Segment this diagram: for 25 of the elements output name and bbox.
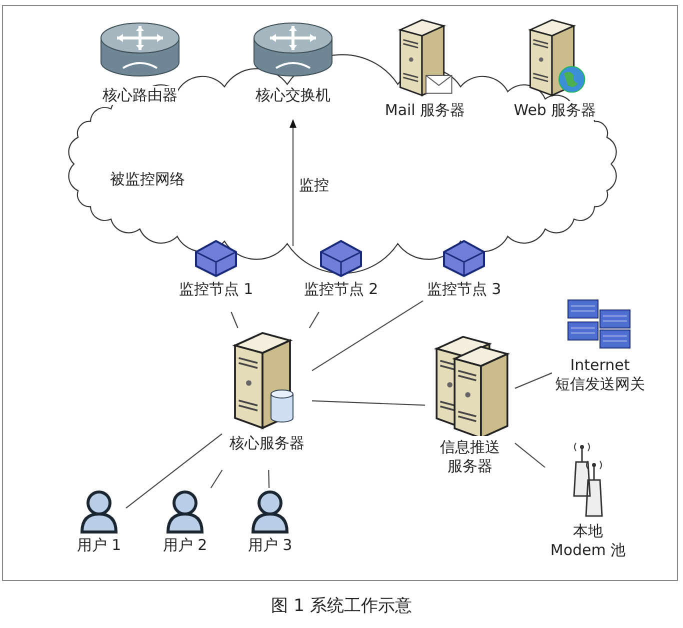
connector-line xyxy=(230,312,238,328)
node-label: 用户 1 xyxy=(76,536,122,555)
node-label: 监控节点 2 xyxy=(304,280,378,299)
connector-line xyxy=(126,433,222,509)
connector-line xyxy=(268,470,270,488)
connector-line xyxy=(308,312,320,328)
node-label: 核心路由器 xyxy=(102,86,178,105)
edge-label: 监控 xyxy=(297,176,331,195)
node-label: 核心交换机 xyxy=(256,86,330,105)
node-label: 信息推送服务器 xyxy=(438,438,502,476)
figure-caption: 图 1 系统工作示意 xyxy=(271,596,412,616)
node-label: Web 服务器 xyxy=(514,101,596,120)
arrow xyxy=(289,119,297,246)
connector-line xyxy=(312,400,426,406)
connector-line xyxy=(312,300,424,372)
node-label: 用户 3 xyxy=(248,536,292,555)
node-label: 监控节点 3 xyxy=(426,280,502,299)
connector-line xyxy=(514,372,552,389)
node-label: 用户 2 xyxy=(162,536,208,555)
node-label: 核心服务器 xyxy=(230,434,304,453)
network-label: 被监控网络 xyxy=(110,170,185,189)
connector-line xyxy=(210,470,223,488)
node-label: Mail 服务器 xyxy=(384,101,466,120)
node-label: 监控节点 1 xyxy=(178,280,254,299)
connector-line xyxy=(514,442,546,468)
